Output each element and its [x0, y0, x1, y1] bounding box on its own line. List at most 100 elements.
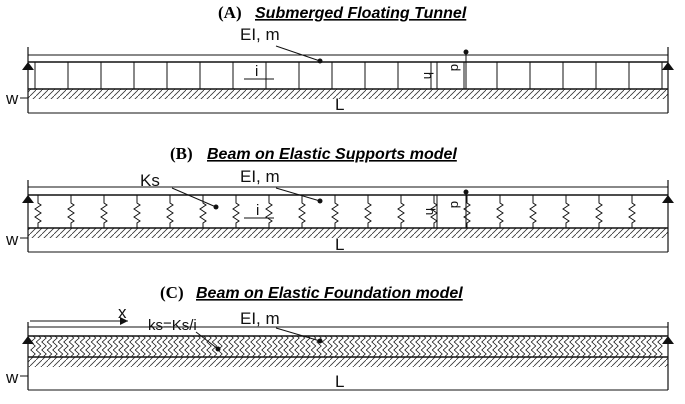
foundation-spring-mark [272, 335, 278, 357]
foundation-spring-mark [459, 335, 465, 357]
foundation-spring-mark [354, 335, 361, 357]
foundation-spring-mark [651, 335, 658, 357]
panel-c-foundation-label: ks=Ks/i [148, 317, 197, 334]
foundation-spring-mark [613, 335, 619, 357]
panel-a-title: Submerged Floating Tunnel [255, 5, 467, 22]
panel-b-beam-label: EI, m [240, 167, 280, 186]
foundation-spring-mark [41, 335, 47, 357]
panel-a-beam-leader [275, 45, 321, 62]
panel-c-beam-leader [275, 327, 321, 342]
foundation-spring-mark [30, 335, 36, 357]
panel-a-w-label: w [5, 89, 19, 108]
foundation-spring-mark [228, 335, 234, 357]
foundation-spring-mark [332, 335, 339, 357]
foundation-spring-mark [101, 335, 108, 357]
panel-a-beam-dot [317, 58, 323, 64]
foundation-spring-mark [156, 335, 163, 357]
spring-mark [199, 195, 207, 228]
foundation-spring-mark [536, 335, 542, 357]
foundation-spring-mark [442, 335, 449, 357]
foundation-spring-mark [118, 335, 124, 357]
foundation-spring-mark [195, 335, 201, 357]
panel-c: (C) Beam on Elastic Foundation model x k… [5, 283, 674, 391]
foundation-spring-mark [635, 335, 641, 357]
foundation-spring-mark [503, 335, 509, 357]
foundation-spring-mark [299, 335, 306, 357]
foundation-spring-mark [453, 335, 460, 357]
foundation-spring-mark [360, 335, 366, 357]
spring-mark [496, 195, 504, 228]
foundation-spring-mark [167, 335, 174, 357]
foundation-spring-mark [470, 335, 476, 357]
panel-b-beam-leader [275, 187, 321, 202]
foundation-spring-mark [492, 335, 498, 357]
spring-mark [166, 195, 174, 228]
foundation-spring-mark [398, 335, 405, 357]
spring-mark [463, 195, 471, 228]
spring-mark [67, 195, 75, 228]
foundation-spring-mark [233, 335, 240, 357]
foundation-spring-mark [365, 335, 372, 357]
panel-a-seabed [28, 89, 668, 99]
foundation-spring-mark [206, 335, 212, 357]
foundation-spring-mark [437, 335, 443, 357]
foundation-spring-mark [321, 335, 328, 357]
foundation-spring-mark [255, 335, 262, 357]
foundation-spring-mark [371, 335, 377, 357]
foundation-spring-mark [393, 335, 399, 357]
foundation-spring-mark [646, 335, 652, 357]
foundation-spring-mark [134, 335, 141, 357]
foundation-spring-mark [426, 335, 432, 357]
foundation-spring-mark [657, 335, 663, 357]
foundation-spring-mark [376, 335, 383, 357]
panel-a-left-support-icon [22, 62, 34, 70]
spring-mark [397, 195, 405, 228]
panel-b-seabed [28, 228, 668, 238]
foundation-spring-mark [217, 335, 223, 357]
panel-a-spacing-label: i [255, 63, 258, 80]
foundation-spring-mark [250, 335, 256, 357]
foundation-spring-mark [547, 335, 553, 357]
foundation-spring-mark [46, 335, 53, 357]
panel-c-beam-dot [317, 338, 323, 344]
spring-mark [562, 195, 570, 228]
foundation-spring-mark [541, 335, 548, 357]
panel-b-letter: (B) [170, 144, 193, 163]
foundation-spring-mark [189, 335, 196, 357]
foundation-spring-mark [486, 335, 493, 357]
foundation-spring-mark [35, 335, 42, 357]
foundation-spring-mark [404, 335, 410, 357]
foundation-spring-mark [448, 335, 454, 357]
spring-mark [265, 195, 273, 228]
panel-b: (B) Beam on Elastic Supports model Ks EI… [5, 144, 674, 254]
foundation-spring-mark [145, 335, 152, 357]
foundation-spring-mark [112, 335, 119, 357]
foundation-spring-mark [266, 335, 273, 357]
spring-mark [34, 195, 42, 228]
foundation-spring-mark [68, 335, 75, 357]
panel-b-title: Beam on Elastic Supports model [207, 146, 457, 163]
panel-a-beam-label: EI, m [240, 25, 280, 44]
panel-c-foundation [30, 335, 663, 357]
panel-a-letter: (A) [218, 3, 242, 22]
panel-b-spring-dot [213, 204, 219, 210]
panel-c-x-arrow-icon [120, 317, 128, 325]
panel-c-x-label: x [118, 303, 127, 322]
panel-c-beam-label: EI, m [240, 309, 280, 328]
panel-b-d-label: d [448, 201, 463, 208]
panel-c-seabed [28, 357, 668, 367]
foundation-spring-mark [327, 335, 333, 357]
foundation-spring-mark [563, 335, 570, 357]
foundation-spring-mark [596, 335, 603, 357]
panel-a-length-label: L [335, 95, 344, 114]
foundation-spring-mark [591, 335, 597, 357]
spring-mark [133, 195, 141, 228]
foundation-spring-mark [107, 335, 113, 357]
panel-a-h-label: h [421, 72, 436, 79]
foundation-spring-mark [244, 335, 251, 357]
foundation-spring-mark [338, 335, 344, 357]
foundation-spring-mark [481, 335, 487, 357]
panel-b-left-support-icon [22, 195, 34, 203]
spring-mark [298, 195, 306, 228]
